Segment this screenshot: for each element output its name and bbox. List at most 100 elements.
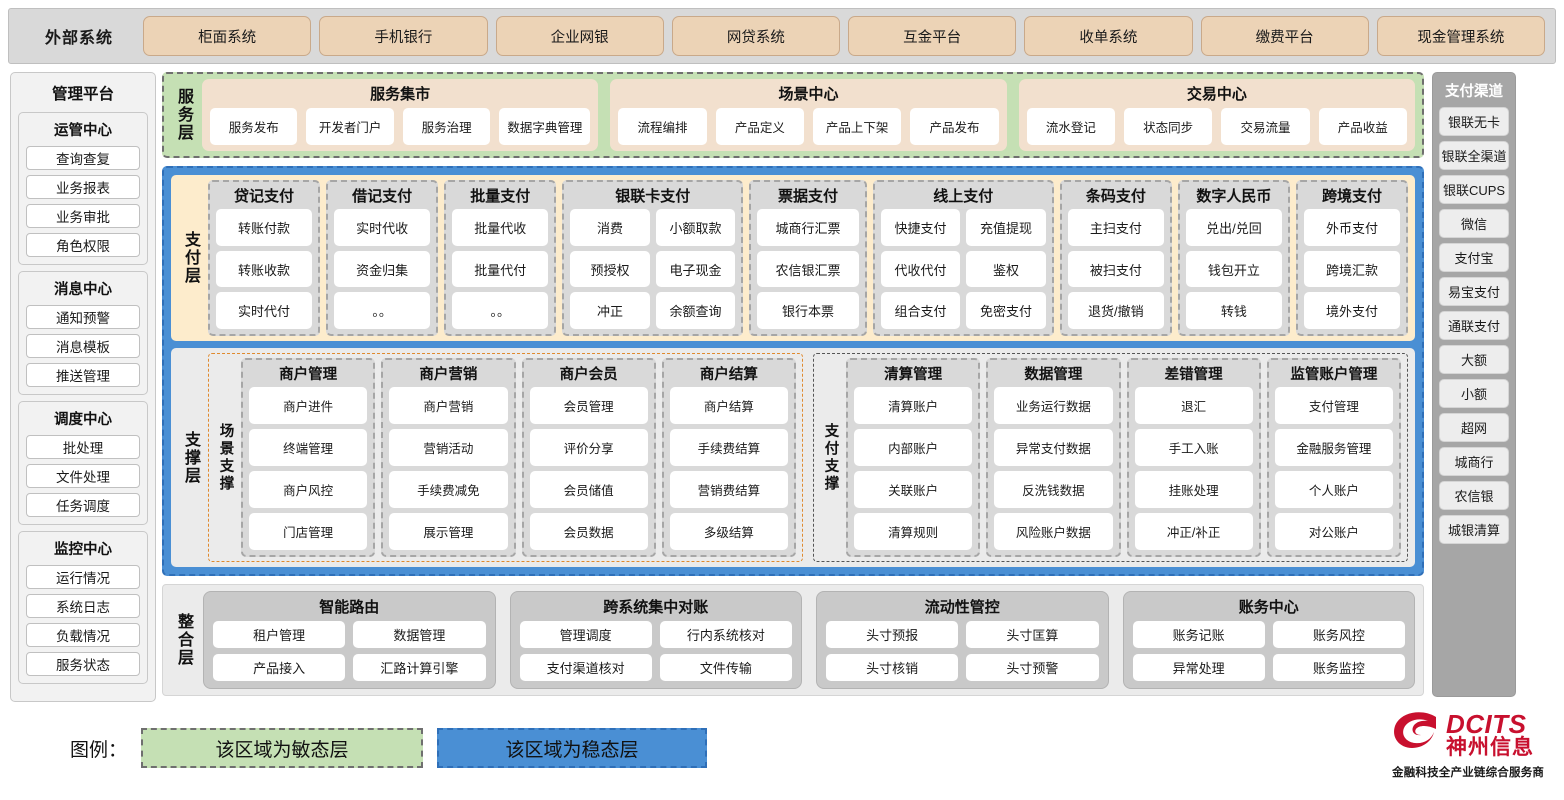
integration-chip[interactable]: 产品接入 [213, 654, 346, 681]
payment-chip[interactable]: 主扫支付 [1067, 209, 1164, 246]
service-chip[interactable]: 状态同步 [1123, 108, 1213, 145]
payment-chip[interactable]: 余额查询 [655, 292, 736, 330]
support-chip[interactable]: 退汇 [1134, 387, 1253, 424]
support-chip[interactable]: 清算账户 [854, 387, 973, 424]
support-chip[interactable]: 反洗钱数据 [994, 471, 1113, 508]
integration-chip[interactable]: 文件传输 [659, 654, 792, 681]
management-item[interactable]: 推送管理 [26, 363, 140, 387]
management-item[interactable]: 文件处理 [26, 464, 140, 488]
payment-chip[interactable]: 实时代付 [216, 292, 313, 330]
integration-chip[interactable]: 账务记账 [1132, 621, 1265, 648]
payment-chip[interactable]: 兑出/兑回 [1185, 209, 1282, 246]
payment-channel-item[interactable]: 支付宝 [1439, 243, 1509, 272]
management-item[interactable]: 业务报表 [26, 175, 140, 199]
support-chip[interactable]: 多级结算 [669, 513, 788, 550]
payment-chip[interactable]: 银行本票 [757, 292, 859, 330]
management-item[interactable]: 负载情况 [26, 623, 140, 647]
support-chip[interactable]: 商户营销 [389, 387, 508, 424]
support-chip[interactable]: 商户风控 [249, 471, 368, 508]
integration-chip[interactable]: 支付渠道核对 [519, 654, 652, 681]
support-chip[interactable]: 关联账户 [854, 471, 973, 508]
service-chip[interactable]: 服务治理 [402, 108, 491, 145]
support-chip[interactable]: 商户结算 [669, 387, 788, 424]
integration-chip[interactable]: 租户管理 [213, 621, 346, 648]
management-item[interactable]: 运行情况 [26, 565, 140, 589]
payment-chip[interactable]: 鉴权 [966, 250, 1046, 288]
support-chip[interactable]: 内部账户 [854, 429, 973, 466]
service-chip[interactable]: 产品收益 [1318, 108, 1407, 145]
payment-chip[interactable]: 。。 [452, 292, 549, 330]
payment-channel-item[interactable]: 银联全渠道 [1439, 141, 1509, 170]
service-chip[interactable]: 产品定义 [715, 108, 804, 145]
support-chip[interactable]: 会员管理 [529, 387, 648, 424]
payment-chip[interactable]: 免密支付 [966, 292, 1046, 330]
service-chip[interactable]: 数据字典管理 [499, 108, 591, 145]
integration-chip[interactable]: 头寸核销 [826, 654, 959, 681]
payment-chip[interactable]: 跨境汇款 [1303, 250, 1401, 288]
support-chip[interactable]: 异常支付数据 [994, 429, 1113, 466]
service-chip[interactable]: 服务发布 [210, 108, 298, 145]
payment-channel-item[interactable]: 大额 [1439, 345, 1509, 374]
external-system-item[interactable]: 互金平台 [848, 16, 1017, 56]
payment-chip[interactable]: 电子现金 [655, 250, 736, 288]
payment-chip[interactable]: 转账收款 [216, 250, 313, 288]
support-chip[interactable]: 风险账户数据 [994, 513, 1113, 550]
support-chip[interactable]: 手续费减免 [389, 471, 508, 508]
support-chip[interactable]: 挂账处理 [1134, 471, 1253, 508]
support-chip[interactable]: 商户进件 [249, 387, 368, 424]
payment-channel-item[interactable]: 易宝支付 [1439, 277, 1509, 306]
support-chip[interactable]: 清算规则 [854, 513, 973, 550]
payment-chip[interactable]: 冲正 [570, 292, 650, 330]
payment-chip[interactable]: 实时代收 [334, 209, 431, 246]
service-chip[interactable]: 流水登记 [1026, 108, 1115, 145]
payment-chip[interactable]: 境外支付 [1303, 292, 1401, 330]
payment-channel-item[interactable]: 银联CUPS [1439, 175, 1509, 204]
payment-chip[interactable]: 外币支付 [1303, 209, 1401, 246]
support-chip[interactable]: 门店管理 [249, 513, 368, 550]
support-chip[interactable]: 营销活动 [389, 429, 508, 466]
integration-chip[interactable]: 管理调度 [519, 621, 652, 648]
payment-chip[interactable]: 批量代收 [452, 209, 549, 246]
support-chip[interactable]: 手工入账 [1134, 429, 1253, 466]
integration-chip[interactable]: 数据管理 [353, 621, 486, 648]
integration-chip[interactable]: 头寸匡算 [966, 621, 1099, 648]
integration-chip[interactable]: 行内系统核对 [659, 621, 792, 648]
payment-chip[interactable]: 快捷支付 [880, 209, 961, 246]
management-item[interactable]: 系统日志 [26, 594, 140, 618]
payment-chip[interactable]: 城商行汇票 [757, 209, 859, 246]
management-item[interactable]: 业务审批 [26, 204, 140, 228]
external-system-item[interactable]: 缴费平台 [1200, 16, 1369, 56]
management-item[interactable]: 查询查复 [26, 146, 140, 170]
external-system-item[interactable]: 收单系统 [1024, 16, 1193, 56]
support-chip[interactable]: 终端管理 [249, 429, 368, 466]
payment-channel-item[interactable]: 通联支付 [1439, 311, 1509, 340]
management-item[interactable]: 批处理 [26, 435, 140, 459]
support-chip[interactable]: 会员储值 [529, 471, 648, 508]
payment-channel-item[interactable]: 微信 [1439, 209, 1509, 238]
payment-chip[interactable]: 转钱 [1185, 292, 1282, 330]
service-chip[interactable]: 开发者门户 [306, 108, 394, 145]
payment-chip[interactable]: 。。 [334, 292, 431, 330]
payment-chip[interactable]: 农信银汇票 [757, 250, 859, 288]
management-item[interactable]: 任务调度 [26, 493, 140, 517]
support-chip[interactable]: 会员数据 [529, 513, 648, 550]
payment-channel-item[interactable]: 超网 [1439, 413, 1509, 442]
payment-chip[interactable]: 预授权 [570, 250, 650, 288]
payment-channel-item[interactable]: 城银清算 [1439, 515, 1509, 544]
payment-channel-item[interactable]: 城商行 [1439, 447, 1509, 476]
support-chip[interactable]: 对公账户 [1274, 513, 1393, 550]
support-chip[interactable]: 业务运行数据 [994, 387, 1113, 424]
management-item[interactable]: 消息模板 [26, 334, 140, 358]
integration-chip[interactable]: 账务监控 [1272, 654, 1405, 681]
external-system-item[interactable]: 现金管理系统 [1376, 16, 1545, 56]
external-system-item[interactable]: 企业网银 [495, 16, 664, 56]
management-item[interactable]: 通知预警 [26, 305, 140, 329]
support-chip[interactable]: 金融服务管理 [1274, 429, 1393, 466]
support-chip[interactable]: 营销费结算 [669, 471, 788, 508]
payment-channel-item[interactable]: 银联无卡 [1439, 107, 1509, 136]
management-item[interactable]: 角色权限 [26, 233, 140, 257]
integration-chip[interactable]: 账务风控 [1272, 621, 1405, 648]
payment-chip[interactable]: 资金归集 [334, 250, 431, 288]
external-system-item[interactable]: 柜面系统 [143, 16, 312, 56]
external-system-item[interactable]: 网贷系统 [671, 16, 840, 56]
